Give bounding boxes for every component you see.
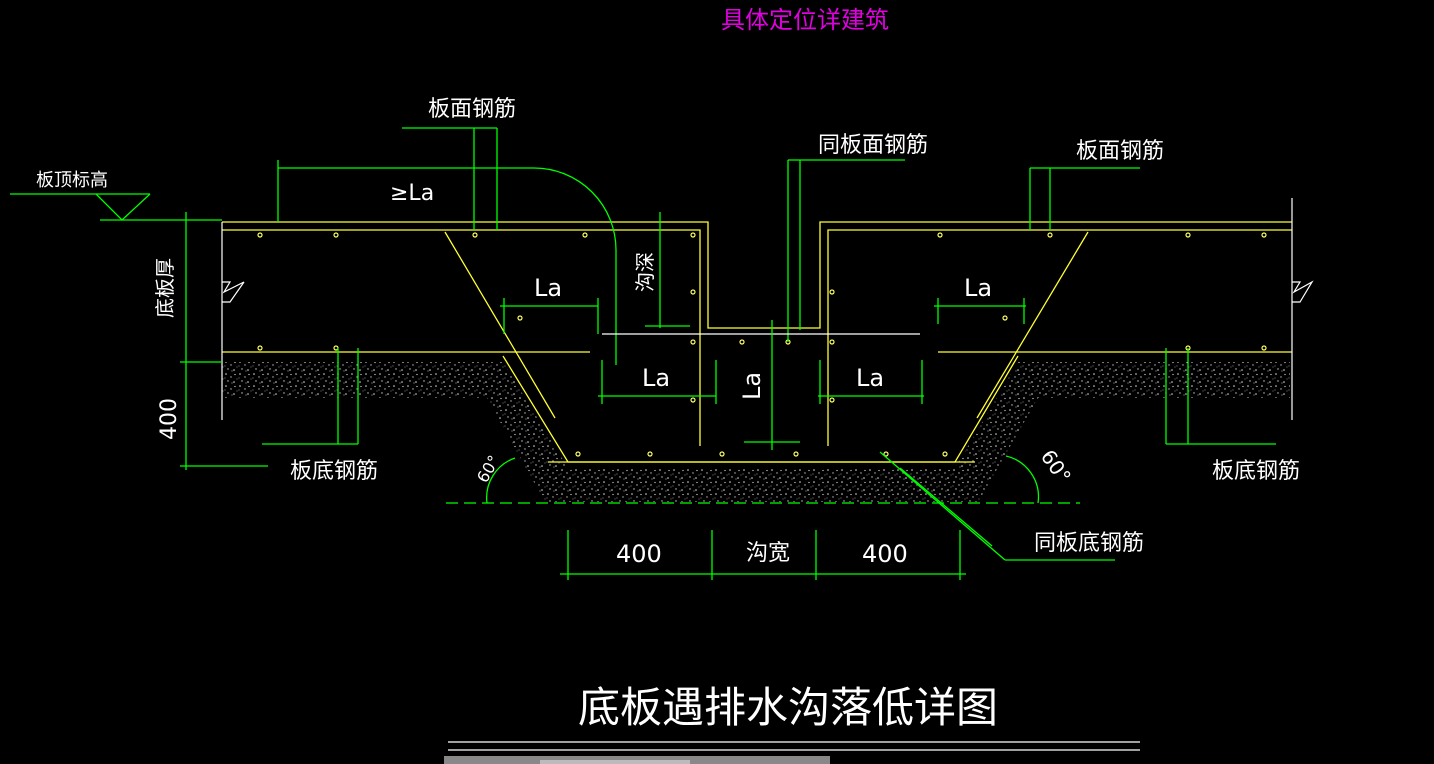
slab-top-elevation-label: 板顶标高 [36,170,108,191]
slab-bottom-rebar-left-label: 板底钢筋 [290,459,378,484]
la-mid-left-label: La [642,364,670,392]
drawing-title: 底板遇排水沟落低详图 [578,683,998,732]
dim-400-left-label: 400 [157,398,182,440]
rebar-dots [257,232,1267,457]
trench-depth-label: 沟深 [633,252,657,292]
same-as-bottom-rebar-label: 同板底钢筋 [1034,531,1144,556]
rebar-and-dimensions [10,127,1276,580]
slab-top-rebar-left-label: 板面钢筋 [428,97,516,122]
slab-thickness-label: 底板厚 [153,258,177,318]
concrete-cushion [222,362,1290,502]
la-mid-right-label: La [856,364,884,392]
dim-400-bottom-left-label: 400 [616,540,662,568]
angle-right-label: 60° [1036,445,1076,488]
dim-400-bottom-right-label: 400 [862,540,908,568]
header-note: 具体定位详建筑 [721,6,889,34]
trench-width-label: 沟宽 [746,541,790,566]
same-as-top-rebar-label: 同板面钢筋 [818,133,928,158]
ge-la-label: ≥La [390,181,434,206]
slab-bottom-rebar-right-label: 板底钢筋 [1212,459,1300,484]
slab-top-rebar-right-label: 板面钢筋 [1076,139,1164,164]
slab-outline [221,198,1314,463]
la-vertical-label: La [738,372,766,400]
la-upper-left-label: La [534,274,562,302]
la-upper-right-label: La [964,274,992,302]
bottom-bar-inner [540,760,690,764]
angle-left-label: 60° [473,452,504,486]
